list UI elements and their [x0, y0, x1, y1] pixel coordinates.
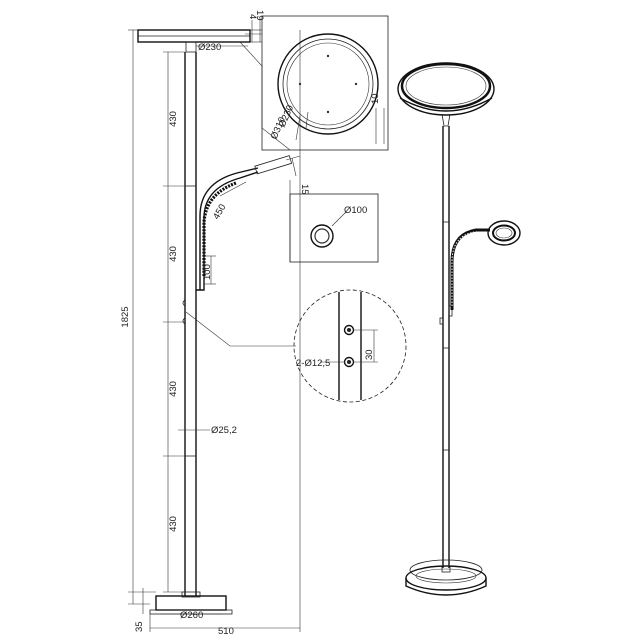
reading-head-detail: Ø100	[289, 180, 379, 263]
section-3-label: 430	[168, 381, 179, 397]
section-4-label: 430	[168, 516, 179, 532]
arm-head	[254, 155, 293, 175]
total-height-dimension: 1825 35	[120, 29, 156, 632]
switch-holes-label: 2-Ø12,5	[296, 358, 330, 369]
pole-diameter-label: Ø25,2	[211, 425, 237, 436]
lamp-perspective-view	[397, 62, 521, 596]
arm-base-label: 100	[202, 264, 213, 280]
disc-offset-label: 4	[247, 14, 258, 19]
section-1-label: 430	[168, 111, 179, 127]
base-plate	[155, 595, 227, 611]
arm-tip-label: 15	[299, 184, 310, 195]
disc-height-label: 19	[254, 10, 265, 21]
reading-arm	[196, 155, 293, 291]
base-diameter-label: Ø260	[180, 610, 203, 621]
switch-spacing-label: 30	[364, 349, 375, 360]
section-2-label: 430	[168, 246, 179, 262]
section-dimensions: 430 430 430 430	[163, 51, 185, 593]
dimensioned-lamp-elevation: Ø230 4 19 430 430 430 430 1825	[120, 10, 310, 637]
base-height-label: 35	[134, 621, 145, 632]
reading-head-diameter-label: Ø100	[344, 205, 367, 216]
pole	[184, 52, 197, 596]
shade-connector	[185, 41, 197, 53]
arm-length-label: 450	[211, 202, 228, 221]
shade-diameter-label: Ø230	[198, 42, 221, 53]
total-height-label: 1825	[120, 306, 131, 327]
switch-detail: 30 2-Ø12,5	[185, 289, 407, 403]
detail-rim-label: 10	[370, 93, 381, 104]
shade-detail: Ø230 Ø310 10	[239, 15, 389, 151]
overall-width-label: 510	[218, 626, 234, 637]
